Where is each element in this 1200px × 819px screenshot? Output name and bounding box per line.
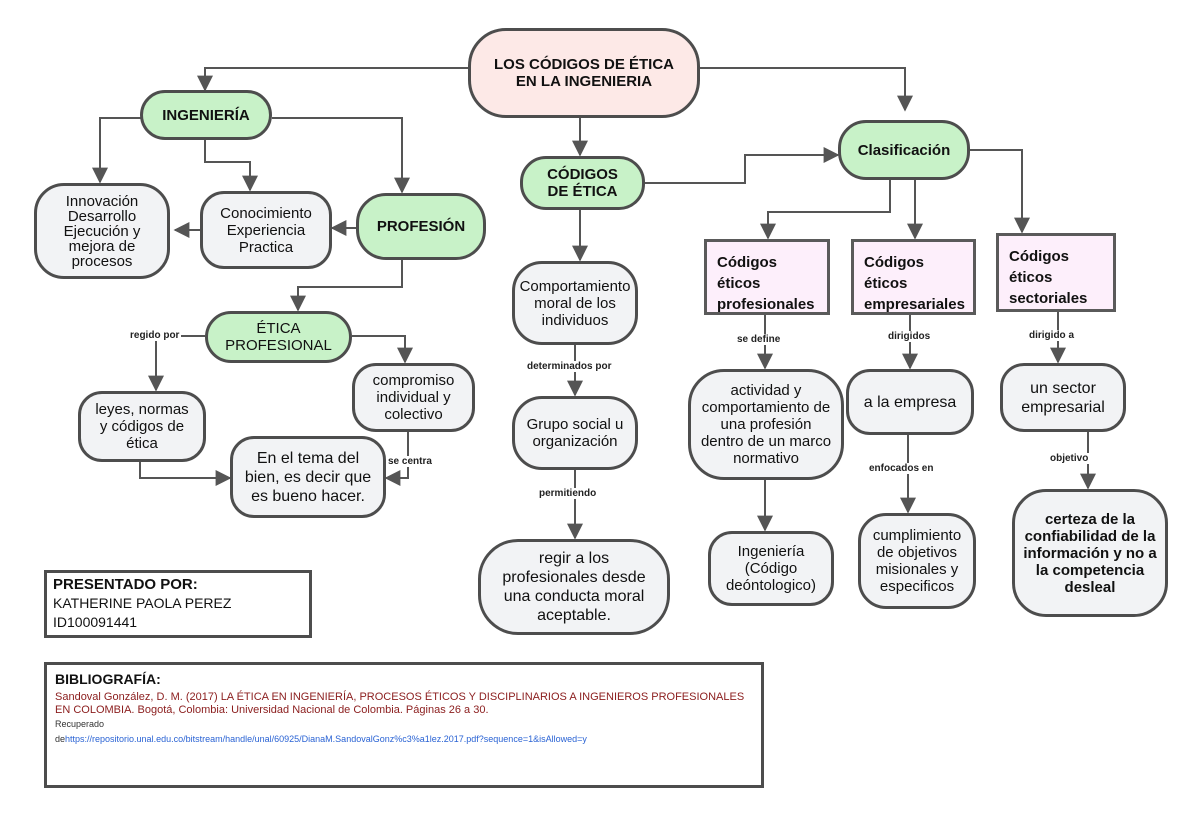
edge-etica-compromiso: [352, 335, 413, 364]
edge-etica-leyes: [148, 335, 205, 392]
bibliography-citation: Sandoval González, D. M. (2017) LA ÉTICA…: [55, 691, 745, 716]
edge-clas-profesionales: [760, 180, 891, 240]
edge-root-clasificacion: [700, 67, 913, 112]
node-a-empresa: a la empresa: [846, 369, 974, 435]
label-objetivo: objetivo: [1048, 453, 1091, 464]
label-regido-por: regido por: [128, 330, 182, 341]
node-tema-bien: En el tema del bien, es decir que es bue…: [230, 436, 386, 518]
node-sector: un sector empresarial: [1000, 363, 1126, 432]
node-cod-sectoriales: Códigos éticos sectoriales: [996, 233, 1116, 312]
edge-profesion-etica: [290, 260, 403, 312]
node-leyes: leyes, normas y códigos de ética: [78, 391, 206, 462]
node-etica-profesional: ÉTICA PROFESIONAL: [205, 311, 352, 363]
bibliography-link[interactable]: https://repositorio.unal.edu.co/bitstrea…: [65, 734, 587, 744]
node-innovacion: Innovación Desarrollo Ejecución y mejora…: [34, 183, 170, 279]
presented-by-panel: PRESENTADO POR: KATHERINE PAOLA PEREZ ID…: [44, 570, 312, 638]
presented-name: KATHERINE PAOLA PEREZ: [53, 595, 232, 611]
node-conocimiento: Conocimiento Experiencia Practica: [200, 191, 332, 269]
node-actividad: actividad y comportamiento de una profes…: [688, 369, 844, 480]
label-enfocados-en: enfocados en: [867, 463, 936, 474]
node-ingenieria: INGENIERÍA: [140, 90, 272, 140]
node-comportamiento: Comportamiento moral de los individuos: [512, 261, 638, 345]
label-dirigido-a: dirigido a: [1027, 330, 1076, 341]
edge-ingenieria-profesion: [272, 117, 410, 194]
node-regir: regir a los profesionales desde una cond…: [478, 539, 670, 635]
label-determinados-por: determinados por: [525, 361, 614, 372]
edge-compromiso-tema: [384, 432, 409, 486]
bibliography-link-prefix: de: [55, 734, 66, 744]
node-root: LOS CÓDIGOS DE ÉTICA EN LA INGENIERIA: [468, 28, 700, 118]
bibliography-link-line: dehttps://repositorio.unal.edu.co/bitstr…: [55, 729, 753, 747]
node-compromiso: compromiso individual y colectivo: [352, 363, 475, 432]
presented-title: PRESENTADO POR:: [53, 576, 198, 593]
edge-leyes-tema: [139, 462, 232, 486]
label-se-centra: se centra: [386, 456, 434, 467]
node-cod-empresariales: Códigos éticos empresariales: [851, 239, 976, 315]
node-profesion: PROFESIÓN: [356, 193, 486, 260]
edge-root-ingenieria: [197, 67, 468, 92]
label-permitiendo: permitiendo: [537, 488, 599, 499]
edge-ingenieria-innovacion: [92, 117, 145, 184]
label-se-define: se define: [735, 334, 783, 345]
edge-clas-sectoriales: [970, 149, 1030, 234]
edge-ingenieria-conocimiento: [204, 140, 258, 192]
node-clasificacion: Clasificación: [838, 120, 970, 180]
node-cumplimiento: cumplimiento de objetivos misionales y e…: [858, 513, 976, 609]
bibliography-panel: BIBLIOGRAFÍA: Sandoval González, D. M. (…: [44, 662, 764, 788]
label-dirigidos: dirigidos: [886, 331, 933, 342]
presented-id: ID100091441: [53, 614, 138, 630]
node-grupo-social: Grupo social u organización: [512, 396, 638, 470]
bibliography-title: BIBLIOGRAFÍA:: [55, 671, 161, 687]
node-certeza: certeza de la confiabilidad de la inform…: [1012, 489, 1168, 617]
node-cod-profesionales: Códigos éticos profesionales: [704, 239, 830, 315]
node-codigos-etica: CÓDIGOS DE ÉTICA: [520, 156, 645, 210]
edge-codigos-clasificacion: [645, 147, 840, 184]
bibliography-retrieved: Recuperado: [55, 719, 105, 729]
node-ingenieria-codigo: Ingeniería (Código deóntologico): [708, 531, 834, 606]
